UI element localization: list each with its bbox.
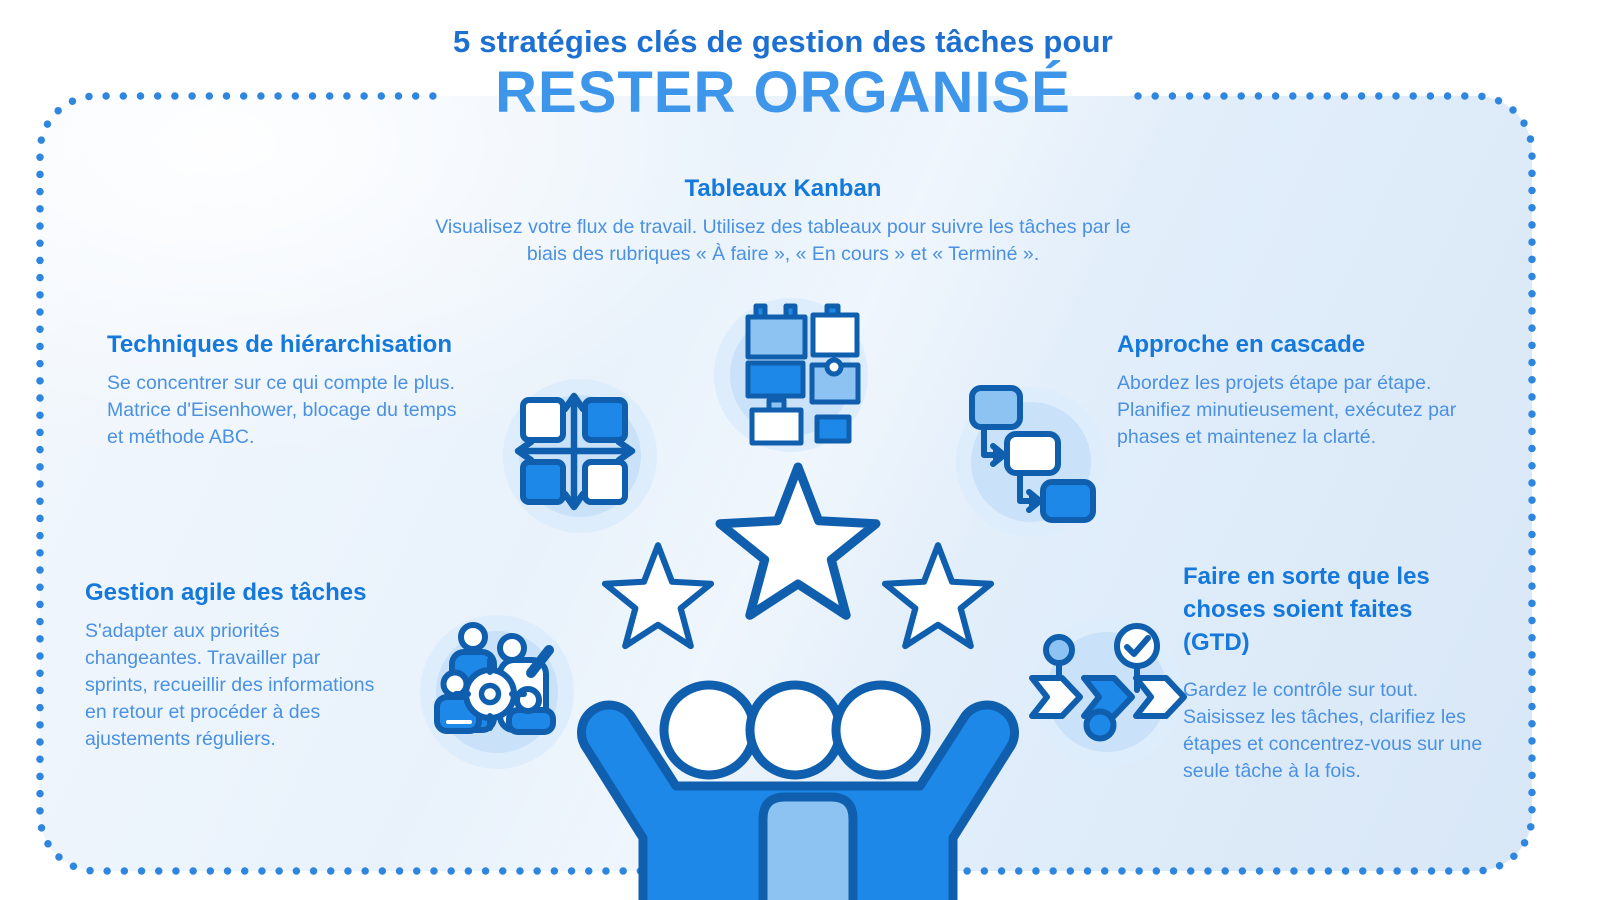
ball-icon-right bbox=[831, 680, 931, 780]
waterfall-body: Abordez les projets étape par étape. Pla… bbox=[1117, 372, 1457, 448]
agile-team-icon bbox=[420, 615, 574, 769]
star-icon-left bbox=[605, 545, 711, 646]
star-icon-large bbox=[720, 467, 876, 615]
waterfall-heading: Approche en cascade bbox=[1117, 331, 1366, 358]
prioritization-heading: Techniques de hiérarchisation bbox=[107, 331, 452, 358]
kanban-heading: Tableaux Kanban bbox=[684, 175, 882, 202]
gtd-timeline-icon bbox=[1029, 617, 1187, 767]
page-title: RESTER ORGANISÉ bbox=[495, 60, 1071, 125]
kanban-board-icon bbox=[714, 298, 868, 452]
section-kanban: Tableaux Kanban Visualisez votre flux de… bbox=[383, 174, 1183, 268]
gtd-heading: Faire en sorte que les choses soient fai… bbox=[1183, 563, 1430, 656]
kanban-body: Visualisez votre flux de travail. Utilis… bbox=[435, 216, 1131, 265]
gtd-body: Gardez le contrôle sur tout. Saisissez l… bbox=[1183, 679, 1483, 782]
section-gtd: Faire en sorte que les choses soient fai… bbox=[1183, 560, 1523, 785]
star-icon-right bbox=[885, 545, 991, 646]
juggling-figure-illustration bbox=[577, 460, 1019, 900]
ball-icon-left bbox=[659, 680, 759, 780]
ball-icon-center bbox=[745, 680, 845, 780]
prioritization-body: Se concentrer sur ce qui compte le plus.… bbox=[107, 372, 457, 448]
agile-heading: Gestion agile des tâches bbox=[85, 579, 367, 606]
section-agile: Gestion agile des tâches S'adapter aux p… bbox=[85, 578, 415, 753]
agile-body: S'adapter aux priorités changeantes. Tra… bbox=[85, 620, 375, 750]
section-prioritization: Techniques de hiérarchisation Se concent… bbox=[107, 330, 482, 451]
section-waterfall: Approche en cascade Abordez les projets … bbox=[1117, 330, 1517, 451]
figure-body bbox=[758, 792, 858, 900]
priority-matrix-icon bbox=[503, 379, 657, 533]
waterfall-flow-icon bbox=[956, 385, 1106, 537]
page-subtitle: 5 stratégies clés de gestion des tâches … bbox=[452, 24, 1114, 59]
